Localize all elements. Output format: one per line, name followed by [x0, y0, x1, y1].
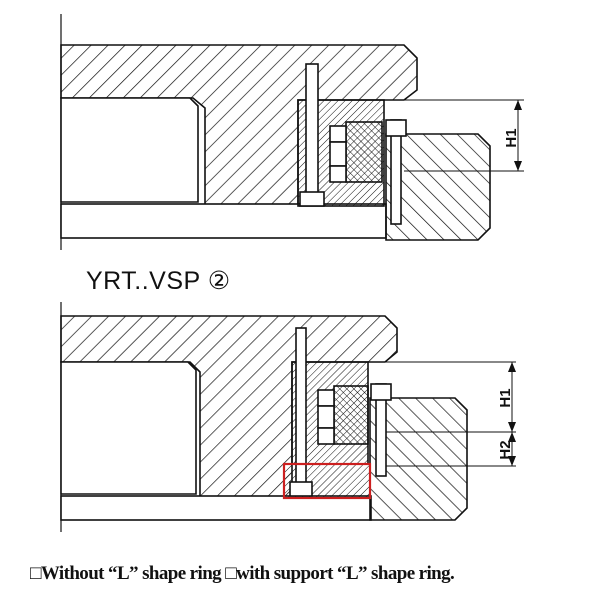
lower-bolt-left-head [289, 481, 313, 497]
lower-drawing [60, 302, 516, 532]
upper-table-block [385, 133, 491, 241]
upper-bolt-left [305, 63, 319, 199]
lower-bolt-left [295, 327, 307, 485]
lower-dim-h1-label: H1 [497, 388, 514, 407]
lower-bolt-right-head [370, 383, 392, 401]
lower-roller-bottom [317, 427, 335, 445]
upper-roller-top [329, 125, 347, 143]
lower-bearing-inner-ring [333, 385, 369, 445]
lower-l-ring-highlight [282, 462, 372, 500]
lower-roller-mid [317, 405, 335, 429]
section-title: YRT..VSP ② [86, 267, 231, 295]
upper-drawing [60, 14, 524, 250]
lower-dim-h2-label: H2 [497, 440, 514, 459]
upper-bearing-inner-ring [345, 121, 383, 183]
lower-roller-top [317, 389, 335, 407]
upper-roller-bottom [329, 165, 347, 183]
figure-caption: □Without “L” shape ring □with support “L… [30, 563, 455, 584]
upper-cavity [60, 97, 199, 203]
lower-cavity [60, 361, 197, 495]
upper-dim-h1-label: H1 [503, 128, 520, 147]
upper-bolt-right-head [385, 119, 407, 137]
upper-shaft-plate [60, 203, 387, 239]
upper-roller-mid [329, 141, 347, 167]
upper-bolt-left-head [299, 191, 325, 207]
lower-shaft-plate [60, 495, 372, 521]
lower-table-block [369, 397, 468, 521]
